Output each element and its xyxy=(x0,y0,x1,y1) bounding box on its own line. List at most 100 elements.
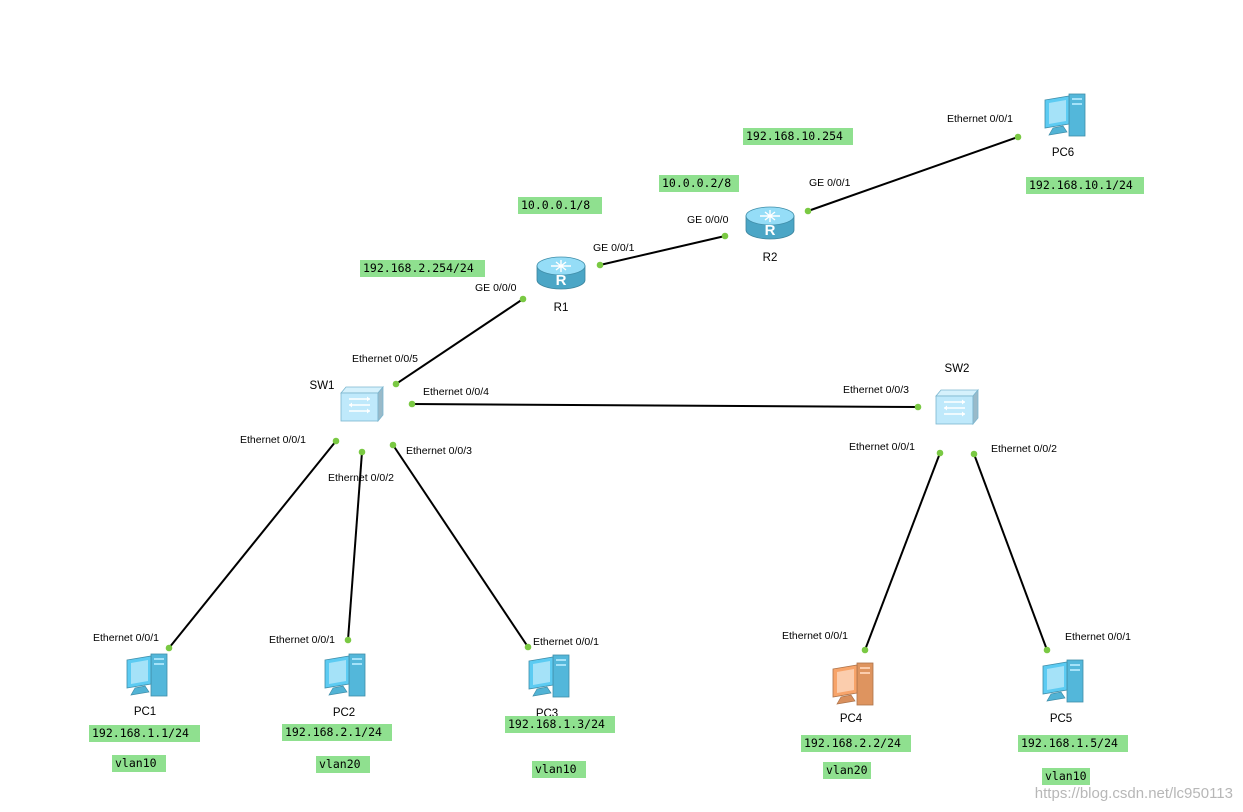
note-background xyxy=(505,716,615,733)
port-dot-pc6 xyxy=(1014,133,1022,141)
note-pc5-ip: 192.168.1.5/24 xyxy=(1018,735,1128,752)
pc-pc1: PC1 xyxy=(126,653,168,718)
port-dot-sw1 xyxy=(392,380,400,388)
pc-icon xyxy=(324,653,366,697)
pc-pc4: PC4 xyxy=(832,662,874,725)
port-label-r2: GE 0/0/1 xyxy=(809,177,851,189)
link-sw1-pc2 xyxy=(347,451,363,641)
note-pc3-vlan: vlan10 xyxy=(532,761,586,778)
port-dot-sw1 xyxy=(389,441,397,449)
note-text: 192.168.10.254 xyxy=(746,129,843,143)
note-r2-ge001-ip: 192.168.10.254 xyxy=(743,128,853,145)
switch-sw1: SW1 xyxy=(310,380,384,423)
link-sw2-pc4 xyxy=(864,452,941,651)
device-label-sw2: SW2 xyxy=(945,363,970,375)
links-layer xyxy=(168,136,1048,651)
port-dot-sw2 xyxy=(914,403,922,411)
port-dot-sw1 xyxy=(358,448,366,456)
note-background xyxy=(532,761,586,778)
switch-icon xyxy=(340,385,384,423)
device-label-sw1: SW1 xyxy=(310,380,335,392)
port-label-sw2: Ethernet 0/0/2 xyxy=(991,443,1057,455)
port-dot-pc4 xyxy=(861,646,869,654)
note-pc4-ip: 192.168.2.2/24 xyxy=(801,735,911,752)
pc-icon xyxy=(1044,93,1086,137)
note-text: 192.168.2.254/24 xyxy=(363,261,474,275)
note-r1-ge000-ip: 192.168.2.254/24 xyxy=(360,260,485,277)
router-r1: R R1 xyxy=(536,256,586,314)
port-label-sw1: Ethernet 0/0/5 xyxy=(352,353,418,365)
note-text: 192.168.2.1/24 xyxy=(285,725,382,739)
port-label-pc4: Ethernet 0/0/1 xyxy=(782,630,848,642)
note-background xyxy=(1026,177,1144,194)
link-sw1-pc1 xyxy=(168,440,337,649)
note-background xyxy=(518,197,602,214)
note-background xyxy=(659,175,739,192)
svg-text:R: R xyxy=(556,272,567,289)
port-label-sw1: Ethernet 0/0/1 xyxy=(240,434,306,446)
port-dot-pc3 xyxy=(524,643,532,651)
port-label-pc2: Ethernet 0/0/1 xyxy=(269,634,335,646)
port-label-pc6: Ethernet 0/0/1 xyxy=(947,113,1013,125)
router-icon: R xyxy=(536,256,586,290)
link-sw1-sw2 xyxy=(411,403,919,408)
note-text: vlan20 xyxy=(826,763,868,777)
router-icon: R xyxy=(745,206,795,240)
note-text: 192.168.10.1/24 xyxy=(1029,178,1133,192)
port-dot-r1 xyxy=(596,261,604,269)
port-dots-layer xyxy=(165,133,1051,654)
device-label-pc6: PC6 xyxy=(1052,147,1074,159)
router-r2: R R2 xyxy=(745,206,795,264)
note-background xyxy=(282,724,392,741)
note-background xyxy=(89,725,200,742)
port-dot-sw1 xyxy=(332,437,340,445)
note-pc3-ip: 192.168.1.3/24 xyxy=(505,716,615,733)
port-dot-sw2 xyxy=(970,450,978,458)
device-label-pc5: PC5 xyxy=(1050,713,1072,725)
port-label-pc3: Ethernet 0/0/1 xyxy=(533,636,599,648)
note-pc4-vlan: vlan20 xyxy=(823,762,871,779)
note-background xyxy=(1018,735,1128,752)
device-label-r1: R1 xyxy=(554,302,569,314)
note-background xyxy=(823,762,871,779)
note-pc6-ip: 192.168.10.1/24 xyxy=(1026,177,1144,194)
pc-pc2: PC2 xyxy=(324,653,366,719)
pc-icon xyxy=(1042,659,1084,703)
switch-icon xyxy=(935,388,979,426)
port-dot-sw1 xyxy=(408,400,416,408)
port-label-r1: GE 0/0/1 xyxy=(593,242,635,254)
note-text: 192.168.1.3/24 xyxy=(508,717,605,731)
link-r2-pc6 xyxy=(807,136,1019,212)
note-background xyxy=(316,756,370,773)
note-background xyxy=(743,128,853,145)
port-dot-r2 xyxy=(721,232,729,240)
note-pc1-ip: 192.168.1.1/24 xyxy=(89,725,200,742)
note-text: 192.168.1.1/24 xyxy=(92,726,189,740)
port-label-sw1: Ethernet 0/0/2 xyxy=(328,472,394,484)
pc-pc3: PC3 xyxy=(528,654,570,720)
note-pc2-ip: 192.168.2.1/24 xyxy=(282,724,392,741)
link-sw2-pc5 xyxy=(973,453,1048,651)
port-dot-pc2 xyxy=(344,636,352,644)
note-background xyxy=(360,260,485,277)
port-dot-pc1 xyxy=(165,644,173,652)
port-label-sw1: Ethernet 0/0/3 xyxy=(406,445,472,457)
device-label-r2: R2 xyxy=(763,252,778,264)
note-pc2-vlan: vlan20 xyxy=(316,756,370,773)
pc-pc5: PC5 xyxy=(1042,659,1084,725)
port-dot-r1 xyxy=(519,295,527,303)
notes-layer: 10.0.0.1/810.0.0.2/8192.168.10.254192.16… xyxy=(89,128,1144,785)
note-text: vlan20 xyxy=(319,757,361,771)
port-label-pc1: Ethernet 0/0/1 xyxy=(93,632,159,644)
note-pc1-vlan: vlan10 xyxy=(112,755,166,772)
note-background xyxy=(1042,768,1090,785)
port-dot-sw2 xyxy=(936,449,944,457)
port-label-pc5: Ethernet 0/0/1 xyxy=(1065,631,1131,643)
pc-pc6: PC6 xyxy=(1044,93,1086,159)
note-background xyxy=(801,735,911,752)
port-label-sw2: Ethernet 0/0/3 xyxy=(843,384,909,396)
note-text: vlan10 xyxy=(115,756,157,770)
note-text: 10.0.0.1/8 xyxy=(521,198,590,212)
